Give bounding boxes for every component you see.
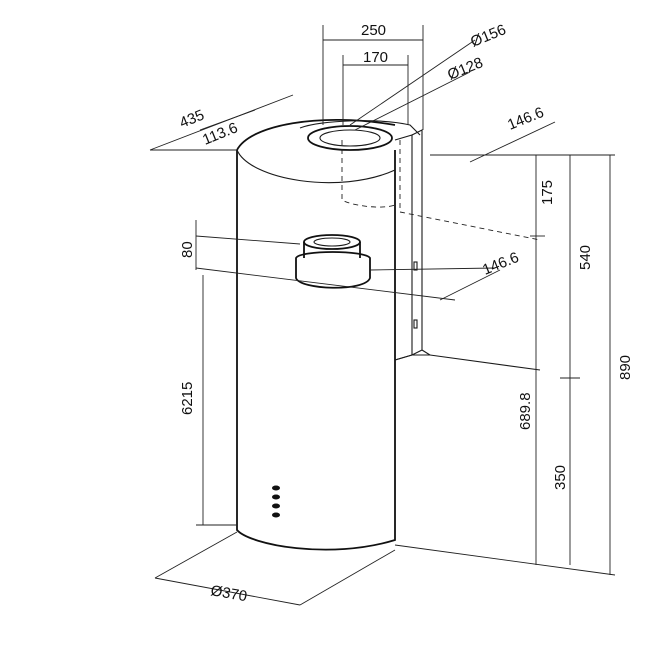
control-buttons xyxy=(272,485,280,518)
dimension-lines xyxy=(149,25,616,606)
label-diam-370: Ø370 xyxy=(209,582,248,605)
label-diam-128: Ø128 xyxy=(445,54,485,84)
mounting-bracket xyxy=(394,129,541,371)
label-146-6-outlet: 146.6 xyxy=(480,249,521,279)
collar-rim xyxy=(299,120,421,136)
label-689-8: 689.8 xyxy=(517,392,534,430)
label-170: 170 xyxy=(363,49,388,66)
dimension-labels: 250 170 Ø156 Ø128 435 113.6 146.6 146.6 … xyxy=(177,21,634,605)
cylinder-outline xyxy=(236,150,396,551)
label-250: 250 xyxy=(361,22,386,39)
label-diam-156: Ø156 xyxy=(468,21,508,51)
label-6215: 6215 xyxy=(179,382,196,415)
cylinder-top-edge xyxy=(236,118,396,151)
label-175: 175 xyxy=(539,180,556,205)
outlet-sides-upper xyxy=(303,242,361,258)
internal-duct-dashed xyxy=(341,140,541,241)
outlet-lower xyxy=(295,251,371,289)
hood-body xyxy=(236,118,396,551)
cylinder-top-front xyxy=(236,149,396,184)
top-collar xyxy=(299,120,421,151)
control-button-3 xyxy=(272,503,280,509)
control-button-2 xyxy=(272,494,280,500)
label-435: 435 xyxy=(177,107,207,132)
collar-outer xyxy=(307,125,393,151)
label-80: 80 xyxy=(179,241,196,258)
label-540: 540 xyxy=(577,245,594,270)
collar-inner xyxy=(319,129,381,147)
control-button-1 xyxy=(272,485,280,491)
outlet-top xyxy=(303,234,361,250)
control-button-4 xyxy=(272,512,280,518)
label-890: 890 xyxy=(617,355,634,380)
side-outlet xyxy=(295,234,371,289)
label-113-6: 113.6 xyxy=(200,119,240,148)
label-350: 350 xyxy=(552,465,569,490)
